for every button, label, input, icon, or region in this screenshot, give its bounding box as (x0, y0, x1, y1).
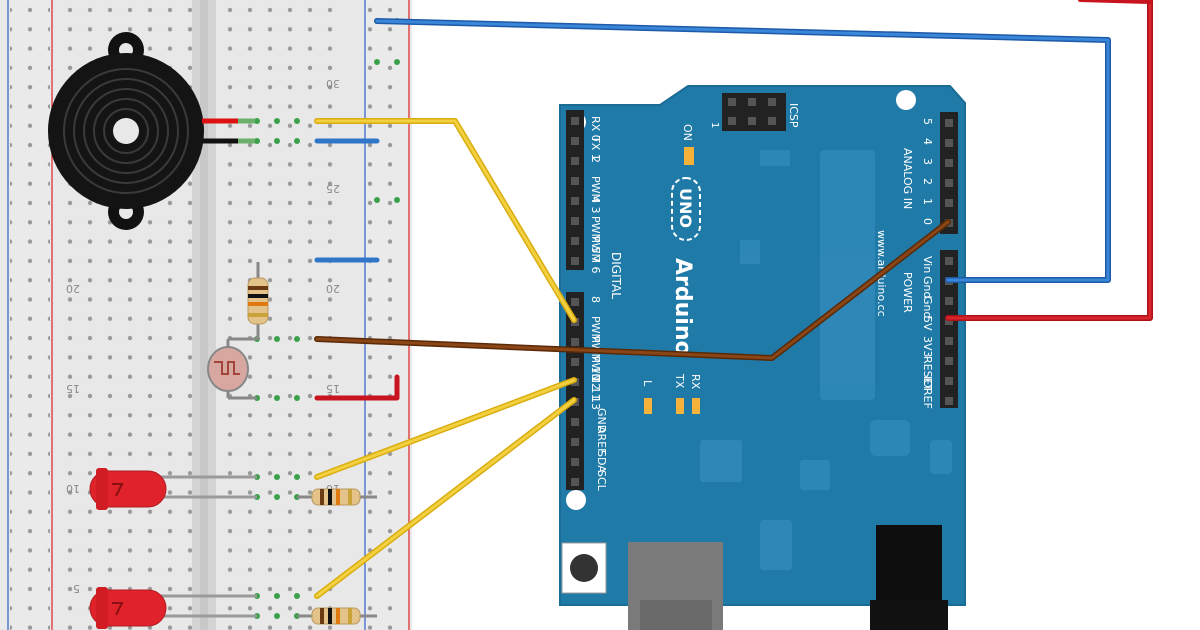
scl-label: SCL (595, 470, 608, 492)
pin-label: IOREF (921, 376, 934, 409)
wire-red-5v-rail (314, 374, 400, 401)
pin-label: 12 (589, 376, 602, 390)
led-tx (676, 398, 684, 414)
row-number-label: 30 (326, 77, 340, 90)
icsp-label: ICSP (787, 103, 800, 128)
photoresistor-icon (207, 337, 257, 400)
icsp-header: ICSP 1 (709, 93, 800, 131)
on-led (684, 147, 694, 165)
pin-label: 5V (921, 316, 934, 331)
uno-logo-badge (671, 177, 701, 241)
model-label: UNO (676, 188, 695, 228)
analog-in-label: ANALOG IN (901, 148, 914, 209)
mounting-hole (896, 90, 916, 110)
led-l-label: L (641, 380, 654, 387)
mounting-hole (566, 490, 586, 510)
power-header (940, 250, 958, 408)
on-label: ON (681, 124, 694, 141)
pin-label: Gnd (921, 276, 934, 298)
wire-red-top (1078, 0, 1152, 4)
resistor-icon (297, 607, 377, 625)
row-number-label: 15 (326, 382, 340, 395)
reset-button-cap[interactable] (570, 554, 598, 582)
wire-red-5v (945, 0, 1153, 321)
row-number-label: 15 (66, 382, 80, 395)
pin-label: PWM 5 (589, 216, 602, 254)
wire-blue-vin (375, 19, 1110, 282)
wire-yellow-buzzer (315, 119, 576, 322)
gnd-label: GND (595, 408, 608, 433)
pin-label: 2 (589, 156, 602, 163)
pin-label: RX 0 (589, 116, 602, 142)
pin-label: 3 (921, 158, 934, 165)
pin-label: 4 (589, 196, 602, 203)
row-number-label: 10 (66, 482, 80, 495)
digital-label: DIGITAL (609, 252, 623, 299)
pin-label: PWM 9 (589, 316, 602, 354)
pin-label: Gnd (921, 296, 934, 318)
brand-label: Arduino (670, 258, 695, 356)
pin-label: TX 1 (589, 135, 602, 161)
resistor-icon (297, 488, 377, 506)
aref-label: AREF (595, 426, 608, 454)
led-rx (692, 398, 700, 414)
pin-label: 3V3 (921, 336, 934, 358)
analog-header (940, 112, 958, 234)
led-rx-label: RX (689, 374, 702, 390)
wire-brown-analog (315, 220, 950, 360)
buzzer-icon (48, 32, 255, 230)
pin-label: 0 (921, 218, 934, 225)
pin-label: 2 (921, 178, 934, 185)
row-number-label: 20 (326, 282, 340, 295)
resistor-icon (247, 262, 269, 340)
pin-label: RESET (921, 356, 934, 392)
row-number-label: 20 (66, 282, 80, 295)
wire-yellow-led1 (315, 378, 576, 479)
arduino-uno-board: ICSP 1 ON UNO Arduino www.arduino.cc L T… (559, 85, 966, 630)
pin-label: PWM 3 (589, 176, 602, 214)
wire-red-5v (946, 0, 1152, 320)
pin-label: 7 (589, 256, 602, 263)
pin-label: PWM 10 (589, 336, 602, 381)
pin-label: Vin (921, 256, 934, 273)
icsp-pin1-label: 1 (709, 122, 720, 128)
pin-label: 5 (921, 118, 934, 125)
pin-label: 1 (921, 198, 934, 205)
row-number-label: 25 (326, 182, 340, 195)
led-tx-label: TX (673, 373, 686, 389)
analog-pin-labels: 5 4 3 2 1 0 (921, 118, 934, 225)
wire-yellow-led2 (315, 398, 576, 598)
sda-label: SDA (595, 450, 608, 473)
led-l (644, 398, 652, 414)
digital-header (566, 110, 584, 490)
status-leds: L TX RX (641, 373, 702, 414)
row-number-label: 5 (73, 582, 80, 595)
pin-label: 13 (589, 396, 602, 410)
pin-label: 4 (921, 138, 934, 145)
pin-label: PWM 6 (589, 236, 602, 274)
pin-label: PWM 11 (589, 356, 602, 401)
led-icon (89, 587, 257, 629)
power-label: POWER (901, 272, 914, 313)
terminal-holes-right (216, 0, 346, 630)
pin-label: 8 (589, 296, 602, 303)
led-icon (89, 468, 257, 510)
